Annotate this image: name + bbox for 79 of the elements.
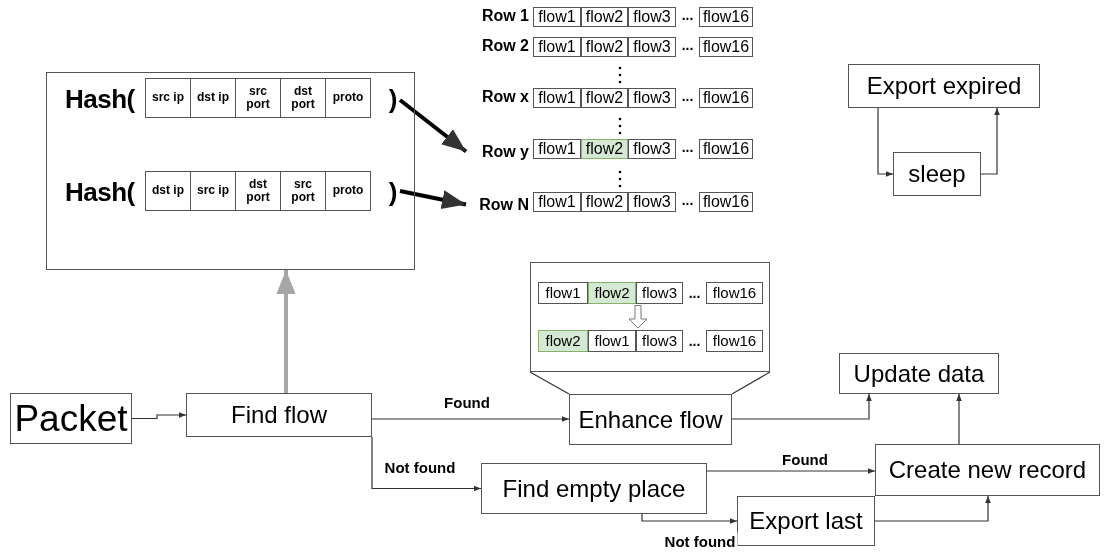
flow-cell: flow1 (533, 7, 581, 27)
process-box: Update data (839, 353, 999, 394)
arrow (399, 189, 467, 210)
ellipsis-text: ... (680, 139, 695, 155)
header-field-cell: proto (325, 171, 371, 211)
process-box: Packet (10, 393, 132, 444)
arrow (706, 468, 876, 474)
arrow (874, 495, 991, 522)
ellipsis-text: ... (680, 88, 695, 104)
process-box: Enhance flow (569, 394, 732, 445)
flow-cell: flow3 (628, 37, 676, 57)
arrow (980, 107, 1000, 175)
flow-cell: flow16 (699, 7, 753, 27)
header-field-cell: src ip (190, 171, 236, 211)
header-field-cell: dst ip (145, 171, 191, 211)
flow-cell: flow3 (636, 330, 683, 352)
arrow (131, 412, 187, 420)
flow-cell: flow16 (699, 192, 753, 212)
closing-parenthesis: ) (388, 86, 397, 112)
process-box: Export expired (848, 64, 1040, 108)
hash-function-label: Hash( (65, 86, 135, 112)
arrow (877, 107, 894, 177)
zoom-line (731, 371, 771, 395)
header-field-cell: src port (280, 171, 326, 211)
flow-cell: flow3 (628, 139, 676, 159)
flow-cell: flow16 (706, 282, 763, 304)
header-field-cell: src ip (145, 78, 191, 118)
hash-function-label: Hash( (65, 179, 135, 205)
flow-cell: flow2 (581, 7, 628, 27)
flow-cell: flow2 (581, 37, 628, 57)
arrow (371, 416, 570, 422)
flow-cell: flow16 (706, 330, 763, 352)
process-box: Find empty place (481, 463, 707, 514)
header-field-cell: src port (235, 78, 281, 118)
row-label: Row N (466, 192, 532, 217)
highlighted-flow-cell: flow2 (581, 139, 628, 159)
highlighted-flow-cell: flow2 (588, 282, 636, 304)
highlighted-flow-cell: flow2 (538, 330, 588, 352)
ellipsis-text: ... (680, 192, 695, 208)
zoom-inset-panel (530, 262, 770, 372)
header-field-cell: dst port (235, 171, 281, 211)
process-box: Find flow (186, 393, 372, 437)
arrow (371, 436, 482, 492)
flow-cell: flow2 (581, 88, 628, 108)
arrow (731, 393, 872, 420)
arrow (641, 513, 738, 524)
zoom-line (529, 371, 570, 395)
flow-cell: flow1 (533, 37, 581, 57)
hash-panel (46, 72, 415, 270)
flow-cell: flow2 (581, 192, 628, 212)
flow-cell: flow1 (533, 88, 581, 108)
flow-cell: flow1 (588, 330, 636, 352)
ellipsis-text: ... (687, 284, 702, 303)
flow-cell: flow3 (628, 192, 676, 212)
header-field-cell: proto (325, 78, 371, 118)
flow-cell: flow1 (533, 139, 581, 159)
row-label: Row y (466, 139, 532, 164)
process-box: Export last (737, 496, 875, 546)
ellipsis-text: ... (680, 7, 695, 23)
header-field-cell: dst port (280, 78, 326, 118)
flow-cell: flow3 (636, 282, 683, 304)
arrow (276, 270, 296, 393)
process-box: sleep (893, 152, 981, 196)
ellipsis-text: ... (687, 332, 702, 351)
process-box: Create new record (875, 444, 1100, 496)
flow-cell: flow3 (628, 7, 676, 27)
flow-cell: flow16 (699, 88, 753, 108)
ellipsis-text: ... (680, 37, 695, 53)
header-field-cell: dst ip (190, 78, 236, 118)
closing-parenthesis: ) (388, 179, 397, 205)
flow-cell: flow1 (538, 282, 588, 304)
flow-cell: flow3 (628, 88, 676, 108)
arrow (956, 393, 962, 445)
flow-cell: flow16 (699, 37, 753, 57)
row-label: Row 2 (480, 37, 530, 55)
flow-cell: flow16 (699, 139, 753, 159)
flow-cell: flow1 (533, 192, 581, 212)
row-label: Row x (480, 88, 530, 106)
row-label: Row 1 (480, 7, 530, 25)
